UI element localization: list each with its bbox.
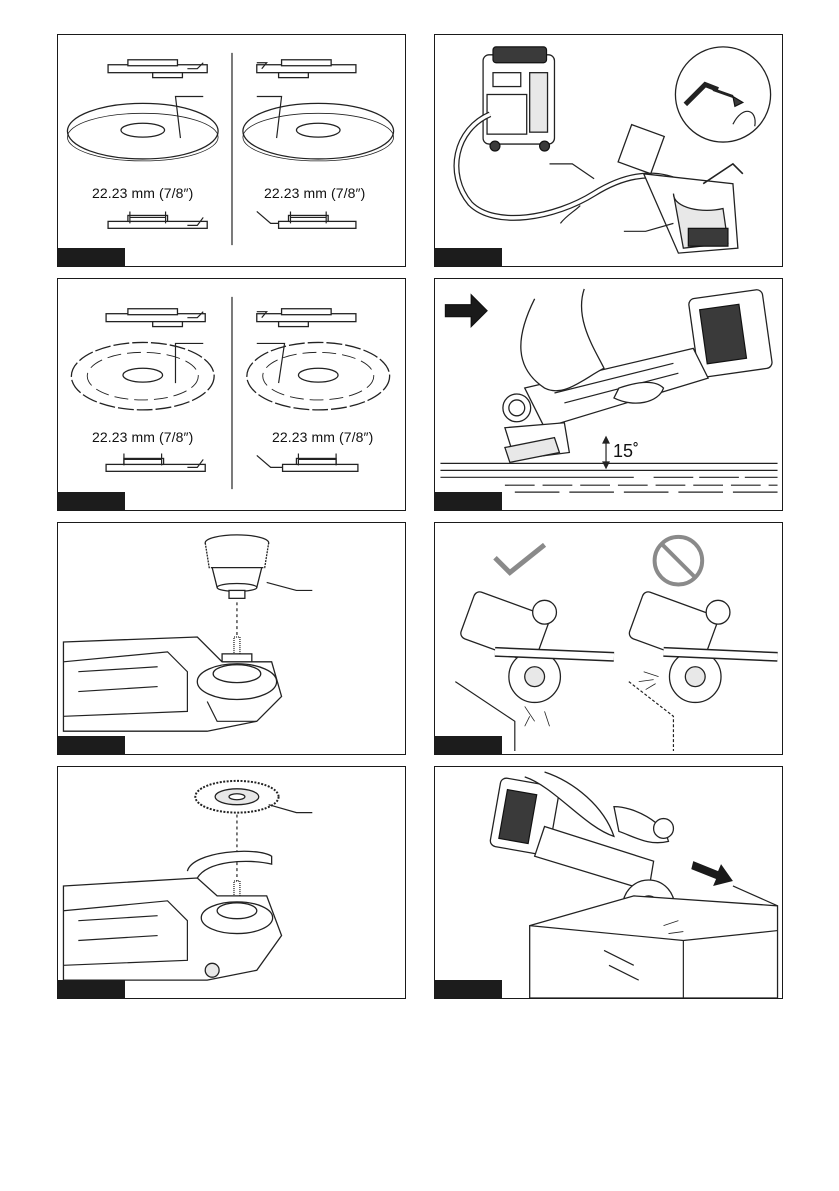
cutting-direction-illustration bbox=[489, 771, 779, 998]
figure-5-cup-wire-brush-mounting bbox=[57, 522, 406, 755]
figure-2-dust-extractor-connection bbox=[434, 34, 783, 267]
figure-number-tab bbox=[58, 492, 125, 510]
segmented-wheel-diagram bbox=[70, 296, 391, 490]
arbor-diameter-label-right: 22.23 mm (7/8″) bbox=[272, 429, 374, 445]
arbor-diameter-label-left: 22.23 mm (7/8″) bbox=[92, 185, 194, 201]
cup-brush-illustration bbox=[62, 534, 313, 732]
figure-number-tab bbox=[435, 492, 502, 510]
figure-number-tab bbox=[58, 248, 125, 266]
arbor-diameter-label-right: 22.23 mm (7/8″) bbox=[264, 185, 366, 201]
figure-1-plain-wheel-dimensions: 22.23 mm (7/8″) 22.23 mm (7/8″) bbox=[57, 34, 406, 267]
figure-number-tab bbox=[58, 980, 125, 998]
figure-3-segmented-wheel-dimensions: 22.23 mm (7/8″) 22.23 mm (7/8″) bbox=[57, 278, 406, 511]
arbor-diameter-label-left: 22.23 mm (7/8″) bbox=[92, 429, 194, 445]
figure-6-correct-incorrect-cutting bbox=[434, 522, 783, 755]
angle-label: 15˚ bbox=[613, 441, 640, 461]
figure-number-tab bbox=[435, 248, 502, 266]
figure-number-tab bbox=[58, 736, 125, 754]
angled-grinding-illustration bbox=[440, 288, 778, 493]
figure-4-cutting-angle: 15˚ bbox=[434, 278, 783, 511]
wire-wheel-illustration bbox=[62, 779, 313, 981]
figure-8-cutting-direction bbox=[434, 766, 783, 999]
correct-incorrect-illustration bbox=[454, 534, 778, 752]
dust-extractor-illustration bbox=[453, 46, 772, 254]
figure-number-tab bbox=[435, 736, 502, 754]
figure-number-tab bbox=[435, 980, 502, 998]
figure-7-wire-wheel-mounting bbox=[57, 766, 406, 999]
flange-wheel-diagram bbox=[66, 52, 395, 246]
